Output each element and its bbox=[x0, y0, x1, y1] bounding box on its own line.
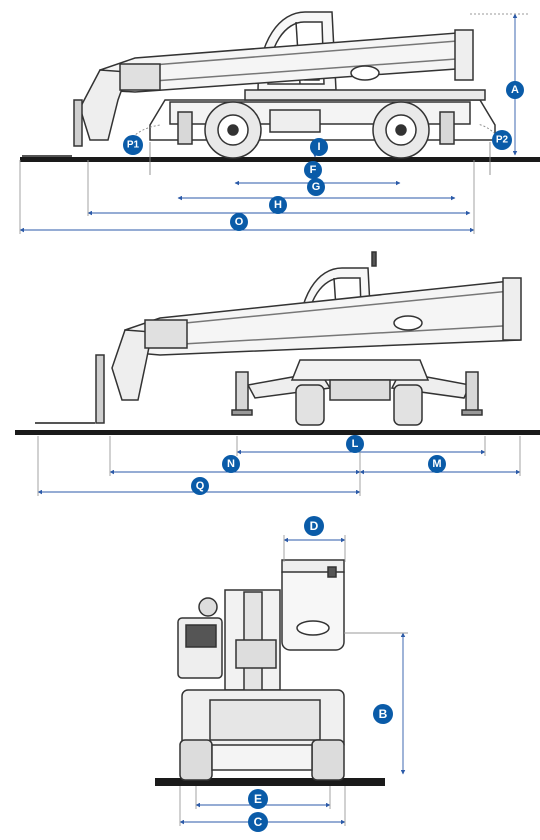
front-wheel-left bbox=[179, 739, 213, 781]
badge-b: B bbox=[373, 704, 393, 724]
svg-text:P2: P2 bbox=[496, 135, 509, 146]
svg-text:A: A bbox=[511, 84, 519, 96]
badge-g: G bbox=[307, 178, 325, 196]
svg-text:L: L bbox=[352, 438, 359, 450]
svg-text:M: M bbox=[432, 458, 441, 470]
badge-h: H bbox=[269, 196, 287, 214]
outriggers-2 bbox=[231, 359, 483, 426]
svg-text:O: O bbox=[235, 216, 244, 228]
svg-text:B: B bbox=[379, 707, 388, 721]
badge-p1: P1 bbox=[123, 135, 143, 155]
badge-e: E bbox=[248, 789, 268, 809]
badge-m: M bbox=[428, 455, 446, 473]
side-view-stowed: A P1 P2 I F G H O bbox=[19, 11, 540, 234]
svg-text:H: H bbox=[274, 199, 282, 211]
badge-l: L bbox=[346, 435, 364, 453]
front-machine bbox=[177, 559, 345, 781]
front-wheel-right bbox=[311, 739, 345, 781]
svg-text:N: N bbox=[227, 458, 235, 470]
svg-text:C: C bbox=[254, 815, 263, 829]
badge-n: N bbox=[222, 455, 240, 473]
badge-o: O bbox=[230, 213, 248, 231]
chassis-1 bbox=[149, 99, 496, 159]
svg-text:I: I bbox=[317, 141, 320, 153]
svg-text:E: E bbox=[254, 792, 262, 806]
dimension-lines-2 bbox=[37, 436, 521, 496]
svg-text:F: F bbox=[310, 164, 317, 176]
ground-line-1 bbox=[20, 157, 540, 162]
boom-2 bbox=[95, 277, 522, 424]
badge-a: A bbox=[506, 81, 524, 99]
badge-f: F bbox=[304, 161, 322, 179]
ground-line-2 bbox=[15, 430, 540, 435]
badge-c: C bbox=[248, 812, 268, 832]
svg-text:P1: P1 bbox=[127, 140, 140, 151]
badge-q: Q bbox=[191, 477, 209, 495]
svg-text:G: G bbox=[312, 181, 321, 193]
boom-1 bbox=[73, 29, 474, 147]
side-view-outriggers: L N M Q bbox=[15, 251, 540, 496]
svg-text:Q: Q bbox=[196, 480, 205, 492]
svg-text:D: D bbox=[310, 519, 319, 533]
badge-i: I bbox=[310, 138, 328, 156]
badge-d: D bbox=[304, 516, 324, 536]
fork-carriage-2 bbox=[95, 354, 105, 424]
fork-carriage-1 bbox=[73, 99, 83, 147]
front-view: D B E C bbox=[155, 516, 408, 832]
badge-p2: P2 bbox=[492, 130, 512, 150]
ground-line-3 bbox=[155, 778, 385, 786]
